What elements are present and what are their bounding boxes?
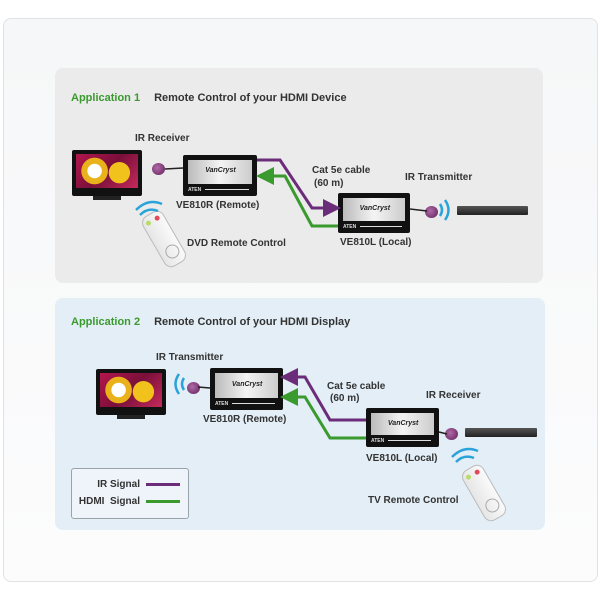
legend-ir: IR Signal <box>97 479 180 490</box>
local-unit-label: VE810L (Local) <box>340 237 412 248</box>
cable-label: Cat 5e cable <box>327 381 386 392</box>
hdmi-signal-line <box>280 388 366 440</box>
ir-wave-icon <box>135 199 479 463</box>
dvd-remote-label: DVD Remote Control <box>187 238 286 249</box>
ir-swatch <box>146 483 180 486</box>
application-2-heading: Application 2 Remote Control of your HDMI… <box>71 316 350 328</box>
tv-icon <box>96 369 166 419</box>
ir-receiver-label: IR Receiver <box>135 133 190 144</box>
ir-receiver-icon <box>152 163 165 175</box>
dvd-player-icon <box>465 428 537 437</box>
hdmi-signal-line <box>256 167 338 228</box>
application-1-title: Remote Control of your HDMI Device <box>154 92 347 104</box>
cable-length-label: (60 m) <box>314 178 344 189</box>
ir-transmitter-label: IR Transmitter <box>405 172 473 183</box>
application-1-label: Application 1 <box>71 92 141 104</box>
legend: IR Signal HDMI Signal <box>71 468 189 519</box>
application-2-label: Application 2 <box>71 316 141 328</box>
application-2-title: Remote Control of your HDMI Display <box>154 316 351 328</box>
ir-transmitter-label: IR Transmitter <box>156 352 224 363</box>
cable-label: Cat 5e cable <box>312 165 371 176</box>
tv-remote-label: TV Remote Control <box>368 495 459 506</box>
cable-length-label: (60 m) <box>330 393 360 404</box>
ir-receiver-label: IR Receiver <box>426 390 481 401</box>
legend-hdmi: HDMI Signal <box>79 496 180 507</box>
remote-unit-label: VE810R (Remote) <box>203 414 287 425</box>
local-unit-label: VE810L (Local) <box>366 453 438 464</box>
dvd-player-icon <box>457 206 528 215</box>
remote-unit-label: VE810R (Remote) <box>176 200 260 211</box>
hdmi-swatch <box>146 500 180 503</box>
ir-signal-line <box>257 158 341 217</box>
ir-transmitter-icon <box>187 382 200 394</box>
tv-icon <box>72 150 142 200</box>
ir-receiver-icon <box>445 428 458 440</box>
ir-signal-line <box>280 368 366 422</box>
ir-transmitter-icon <box>425 206 438 218</box>
application-1-heading: Application 1 Remote Control of your HDMI… <box>71 92 347 104</box>
